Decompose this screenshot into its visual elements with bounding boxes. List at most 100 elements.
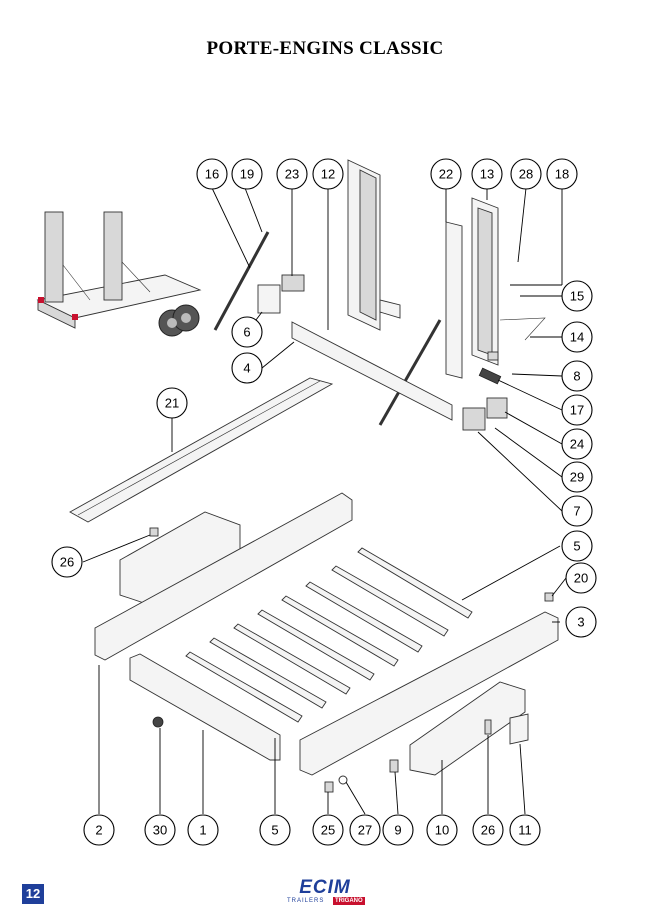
svg-text:25: 25 xyxy=(321,823,335,838)
part-9 xyxy=(389,759,399,773)
callout-22: 22 xyxy=(430,158,462,190)
callout-7: 7 xyxy=(561,495,593,527)
logo-tagline: TRAILERS xyxy=(287,898,325,904)
part-side-rail-2 xyxy=(94,492,353,661)
callout-23: 23 xyxy=(276,158,308,190)
part-bracket-14 xyxy=(499,317,546,341)
callout-25: 25 xyxy=(312,814,344,846)
callout-5-bottom: 5 xyxy=(259,814,291,846)
callout-29: 29 xyxy=(561,461,593,493)
part-crossbar-4 xyxy=(291,321,453,421)
callout-18: 18 xyxy=(546,158,578,190)
part-side-rail-3 xyxy=(299,611,559,776)
callout-11: 11 xyxy=(509,814,541,846)
callout-26-right: 26 xyxy=(472,814,504,846)
callout-27: 27 xyxy=(349,814,381,846)
svg-text:30: 30 xyxy=(153,823,167,838)
svg-text:16: 16 xyxy=(205,167,219,182)
part-30 xyxy=(152,716,164,728)
svg-text:26: 26 xyxy=(481,823,495,838)
callout-10: 10 xyxy=(426,814,458,846)
callout-21: 21 xyxy=(156,387,188,419)
callout-5-top: 5 xyxy=(561,530,593,562)
page-number: 12 xyxy=(22,884,44,904)
svg-text:26: 26 xyxy=(60,555,74,570)
callout-16: 16 xyxy=(196,158,228,190)
callout-14: 14 xyxy=(561,321,593,353)
svg-text:2: 2 xyxy=(95,823,102,838)
callout-15: 15 xyxy=(561,280,593,312)
callout-4: 4 xyxy=(231,352,263,384)
svg-text:1: 1 xyxy=(199,823,206,838)
callout-30: 30 xyxy=(144,814,176,846)
part-plate-11 xyxy=(509,713,529,745)
part-bar-16 xyxy=(213,231,270,331)
svg-text:18: 18 xyxy=(555,167,569,182)
svg-text:15: 15 xyxy=(570,289,584,304)
callout-19: 19 xyxy=(231,158,263,190)
part-ramp-12 xyxy=(347,159,401,331)
svg-text:7: 7 xyxy=(573,504,580,519)
svg-text:10: 10 xyxy=(435,823,449,838)
callout-6: 6 xyxy=(231,316,263,348)
svg-text:5: 5 xyxy=(271,823,278,838)
part-20 xyxy=(544,592,554,602)
callout-8: 8 xyxy=(561,360,593,392)
callout-20: 20 xyxy=(565,562,597,594)
svg-text:6: 6 xyxy=(243,325,250,340)
part-crossmembers-5 xyxy=(185,547,473,723)
ecim-logo: ECIM TRAILERS TRIGANO xyxy=(285,877,365,907)
part-planks-21 xyxy=(69,377,334,523)
svg-text:19: 19 xyxy=(240,167,254,182)
callout-2: 2 xyxy=(83,814,115,846)
svg-text:5: 5 xyxy=(573,539,580,554)
svg-text:27: 27 xyxy=(358,823,372,838)
callout-26-left: 26 xyxy=(51,546,83,578)
part-26a xyxy=(149,527,159,537)
svg-text:24: 24 xyxy=(570,437,584,452)
svg-text:21: 21 xyxy=(165,396,179,411)
part-ramp-13 xyxy=(471,197,499,366)
logo-name: ECIM xyxy=(299,877,351,898)
callout-1: 1 xyxy=(187,814,219,846)
svg-text:28: 28 xyxy=(519,167,533,182)
svg-text:8: 8 xyxy=(573,369,580,384)
svg-text:12: 12 xyxy=(321,167,335,182)
svg-text:13: 13 xyxy=(480,167,494,182)
svg-text:3: 3 xyxy=(577,615,584,630)
part-block-23 xyxy=(281,274,305,292)
svg-text:14: 14 xyxy=(570,330,584,345)
part-27 xyxy=(338,775,348,785)
part-front-rail-1 xyxy=(129,653,281,761)
callout-13: 13 xyxy=(471,158,503,190)
svg-text:4: 4 xyxy=(243,361,250,376)
callout-12: 12 xyxy=(312,158,344,190)
callout-24: 24 xyxy=(561,428,593,460)
callout-28: 28 xyxy=(510,158,542,190)
part-fender-right-10 xyxy=(409,681,526,776)
svg-text:29: 29 xyxy=(570,470,584,485)
svg-text:22: 22 xyxy=(439,167,453,182)
svg-text:20: 20 xyxy=(574,571,588,586)
part-25 xyxy=(324,781,334,793)
part-handle-17 xyxy=(478,367,502,385)
part-cover-22 xyxy=(445,221,463,379)
svg-text:23: 23 xyxy=(285,167,299,182)
svg-text:9: 9 xyxy=(394,823,401,838)
leader-lines xyxy=(82,187,567,815)
svg-text:11: 11 xyxy=(518,823,532,838)
trailer-photo xyxy=(36,211,202,337)
callout-9: 9 xyxy=(382,814,414,846)
part-bar-12b xyxy=(378,319,442,426)
part-26b xyxy=(484,719,492,735)
logo-brand: TRIGANO xyxy=(333,897,365,905)
part-hinge-7 xyxy=(462,407,486,431)
callout-17: 17 xyxy=(561,394,593,426)
svg-text:17: 17 xyxy=(570,403,584,418)
part-plate-6 xyxy=(257,284,281,314)
part-hinge-24 xyxy=(486,397,508,419)
page-title: PORTE-ENGINS CLASSIC xyxy=(206,38,444,59)
callout-3: 3 xyxy=(565,606,597,638)
